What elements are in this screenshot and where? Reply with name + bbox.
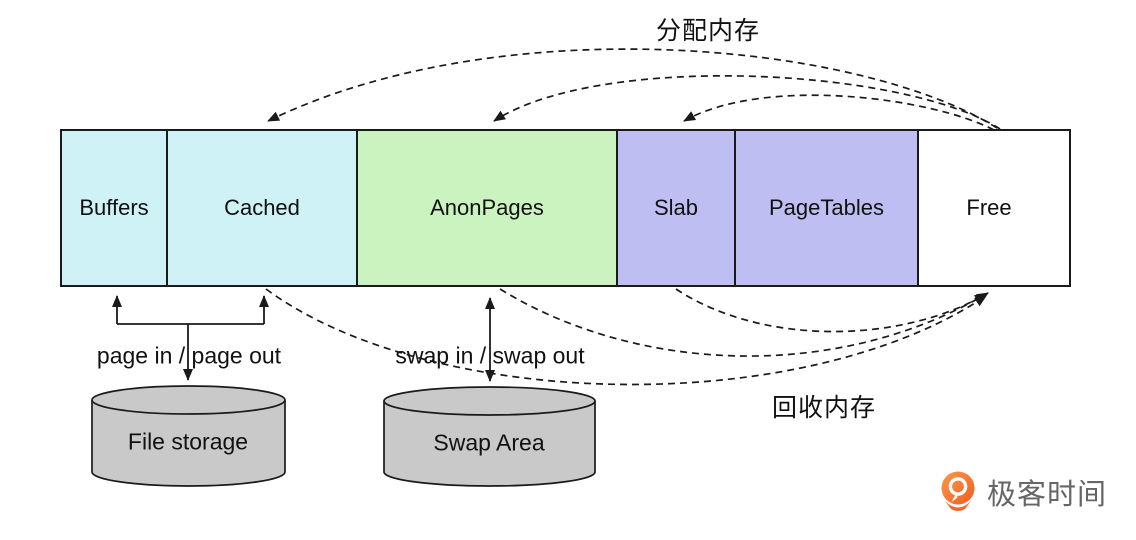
segment-slab-label: Slab: [653, 195, 699, 220]
segment-cached: Cached: [168, 131, 358, 285]
reclaim-arrow-from-cached: [265, 288, 987, 386]
segment-buffers: Buffers: [62, 131, 168, 285]
swap-area-label: Swap Area: [433, 429, 545, 456]
reclaim-arrows: [265, 288, 989, 386]
segment-buffers-label: Buffers: [79, 195, 149, 220]
reclaim-arrow-from-anonpages: [499, 288, 987, 357]
allocate-arrow-to-slab: [683, 94, 995, 131]
segment-free-label: Free: [966, 195, 1012, 220]
geektime-q-icon: [941, 471, 975, 511]
segment-anonpages-label: AnonPages: [430, 195, 544, 220]
allocate-arrows: [267, 48, 1001, 131]
swap-io-label: swap in / swap out: [395, 342, 585, 369]
page-io-label: page in / page out: [96, 342, 282, 369]
file-storage-cylinder: [91, 385, 286, 487]
segment-cached-label: Cached: [224, 195, 300, 220]
segment-pagetables: PageTables: [736, 131, 919, 285]
swap-area-cylinder: [383, 386, 596, 487]
allocate-arrow-to-cached: [267, 48, 998, 129]
segment-anonpages: AnonPages: [358, 131, 618, 285]
geektime-logo-text: 极客时间: [987, 479, 1108, 511]
segment-free: Free: [919, 131, 1059, 285]
geektime-logo: 极客时间: [938, 468, 1107, 516]
reclaim-memory-label: 回收内存: [771, 394, 877, 422]
allocate-arrow-to-anonpages: [493, 74, 1001, 130]
file-storage-label: File storage: [127, 428, 249, 455]
segment-slab: Slab: [618, 131, 736, 285]
allocate-memory-label: 分配内存: [655, 17, 761, 45]
segment-pagetables-label: PageTables: [769, 195, 884, 220]
page-io-arrows: [112, 295, 269, 381]
swap-area-cylinder-top: [383, 386, 596, 416]
file-storage-cylinder-top: [91, 385, 286, 415]
reclaim-arrow-from-slab: [675, 288, 989, 333]
memory-bar: Buffers Cached AnonPages Slab PageTables…: [60, 129, 1071, 287]
